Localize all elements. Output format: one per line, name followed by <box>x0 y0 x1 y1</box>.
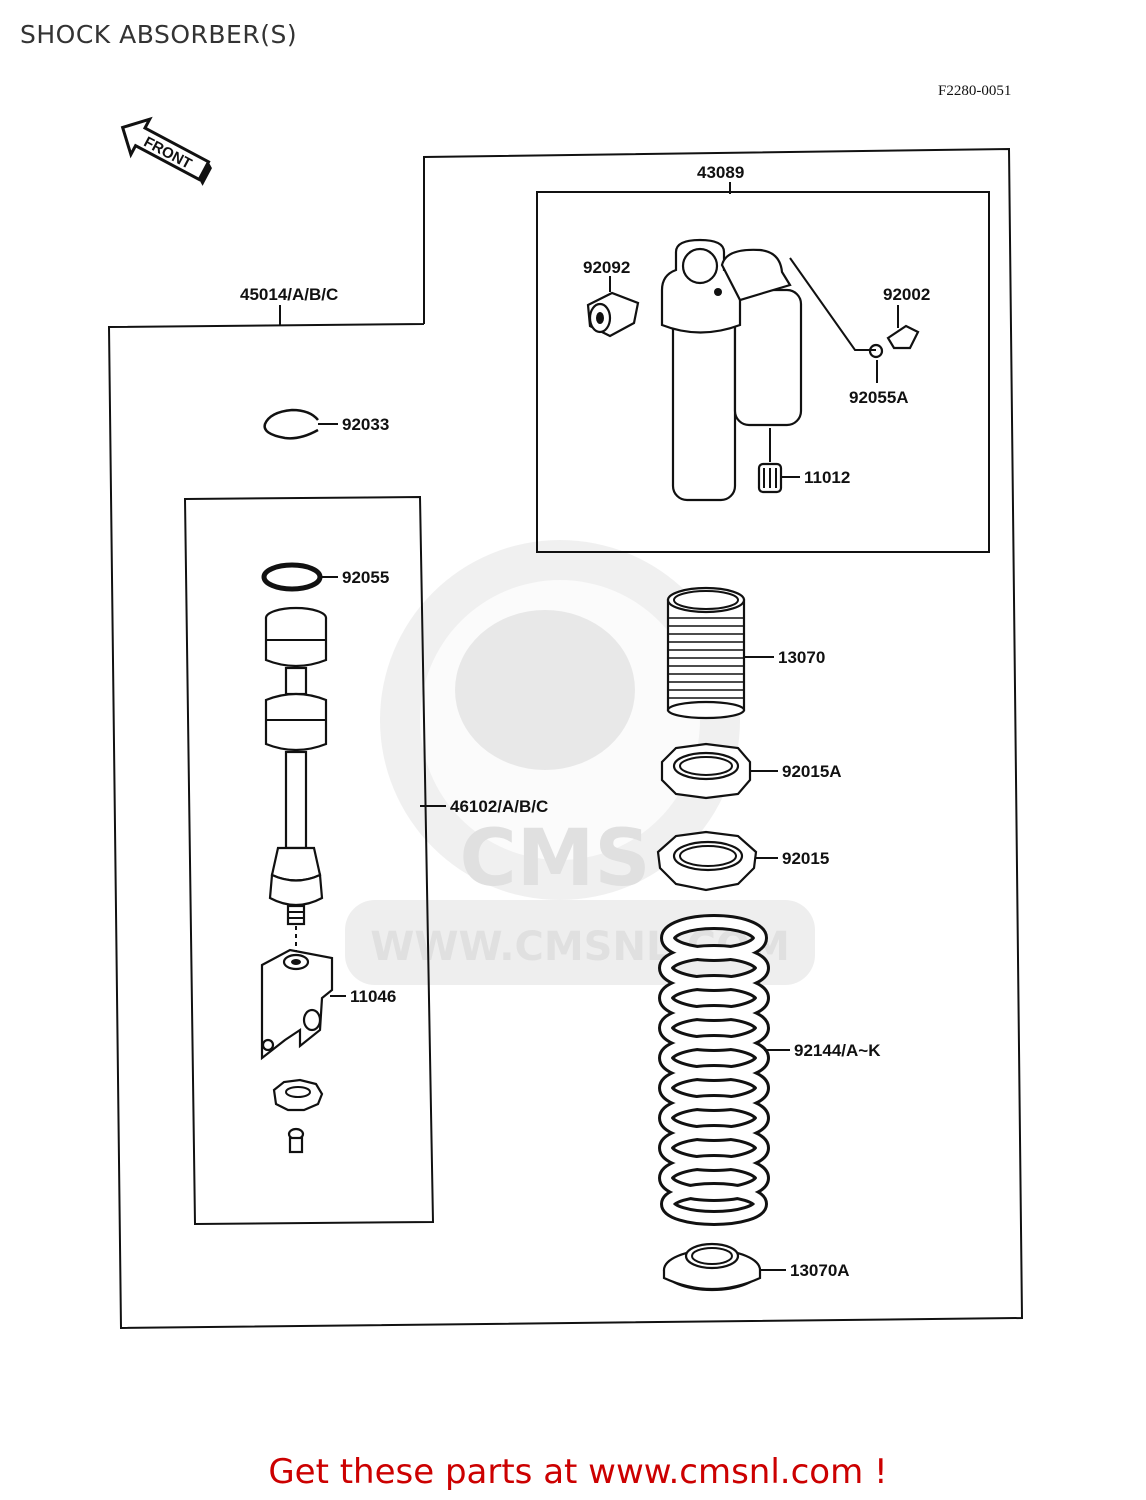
diagram-ref: F2280-0051 <box>938 83 1011 99</box>
label-bushing: 92092 <box>583 258 630 277</box>
oring-part <box>261 562 323 592</box>
circlip-part <box>263 408 319 440</box>
label-locknut: 92015A <box>782 762 842 781</box>
front-arrow-icon: FRONT <box>120 116 212 186</box>
label-spring-seat: 13070A <box>790 1261 850 1280</box>
label-clevis: 11046 <box>350 987 396 1006</box>
label-washer: 92055A <box>849 388 909 407</box>
bolt-part <box>886 324 920 350</box>
rod-assembly-frame <box>183 495 435 1226</box>
assembly-frame <box>107 147 1024 1330</box>
bushing-part <box>586 291 640 338</box>
label-bolt: 92002 <box>883 285 930 304</box>
label-valve: 11012 <box>804 468 850 487</box>
watermark-brand: CMS <box>459 814 650 904</box>
label-rod-assembly: 46102/A/B/C <box>450 797 548 816</box>
clevis-part <box>260 948 334 1061</box>
coil-spring-part <box>658 914 770 1226</box>
label-circlip: 92033 <box>342 415 389 434</box>
locknut-part <box>660 742 752 800</box>
adjust-nut-part <box>656 830 758 892</box>
label-spring: 92144/A~K <box>794 1041 881 1060</box>
label-body: 43089 <box>697 163 744 182</box>
label-spring-guide: 13070 <box>778 648 825 667</box>
page-title: SHOCK ABSORBER(S) <box>20 20 298 49</box>
label-assembly: 45014/A/B/C <box>240 285 338 304</box>
cms-watermark: CMS WWW.CMSNL.COM <box>345 540 815 985</box>
label-oring: 92055 <box>342 568 389 587</box>
body-frame <box>536 191 990 553</box>
adjuster-knob-part <box>272 1078 324 1112</box>
spring-guide-part <box>666 586 746 720</box>
screw-part <box>287 1127 305 1154</box>
spring-seat-part <box>662 1242 762 1292</box>
shock-body-part <box>660 238 803 502</box>
label-adjust-nut: 92015 <box>782 849 829 868</box>
valve-part <box>757 462 783 494</box>
piston-rod-part <box>264 606 328 926</box>
footer-cms-link[interactable]: Get these parts at www.cmsnl.com ! <box>268 1452 888 1492</box>
